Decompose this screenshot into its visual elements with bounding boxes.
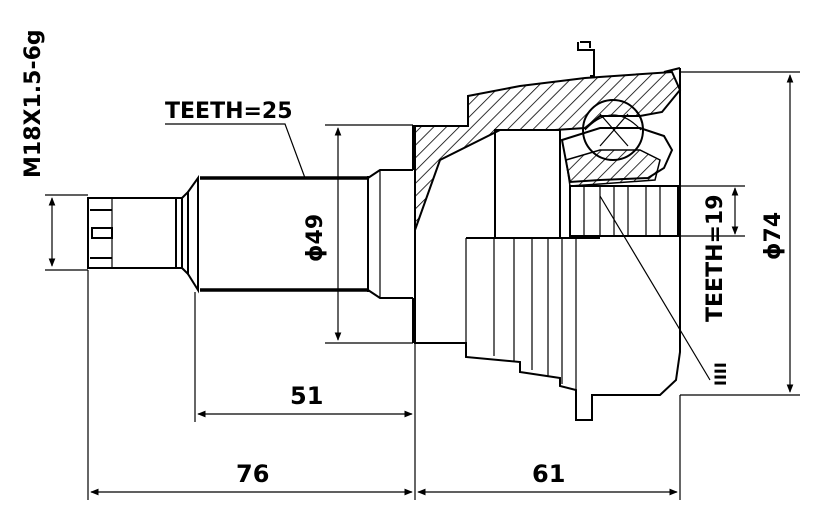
inner-teeth-leader xyxy=(590,185,745,237)
outer-diameter-label: ϕ74 xyxy=(761,212,786,260)
thread-dimension xyxy=(45,194,88,271)
shaft-diameter-label: ϕ49 xyxy=(303,214,328,262)
outer-teeth-label: TEETH=25 xyxy=(165,99,293,124)
shaft-diameter-dimension xyxy=(325,124,413,344)
housing-length-label: 61 xyxy=(532,460,565,488)
mark-label: IIII xyxy=(711,362,730,386)
threaded-tip xyxy=(87,189,189,277)
spline-shaft xyxy=(187,125,414,343)
leader-lines xyxy=(165,123,711,381)
horizontal-dimensions xyxy=(87,270,681,500)
stub-length-label: 76 xyxy=(236,460,269,488)
outer-diameter-dimension xyxy=(680,71,800,396)
shaft-length-label: 51 xyxy=(290,382,323,410)
housing-section xyxy=(414,41,682,421)
inner-teeth-label: TEETH=19 xyxy=(703,194,728,322)
thread-spec-label: M18X1.5-6g xyxy=(21,29,46,178)
